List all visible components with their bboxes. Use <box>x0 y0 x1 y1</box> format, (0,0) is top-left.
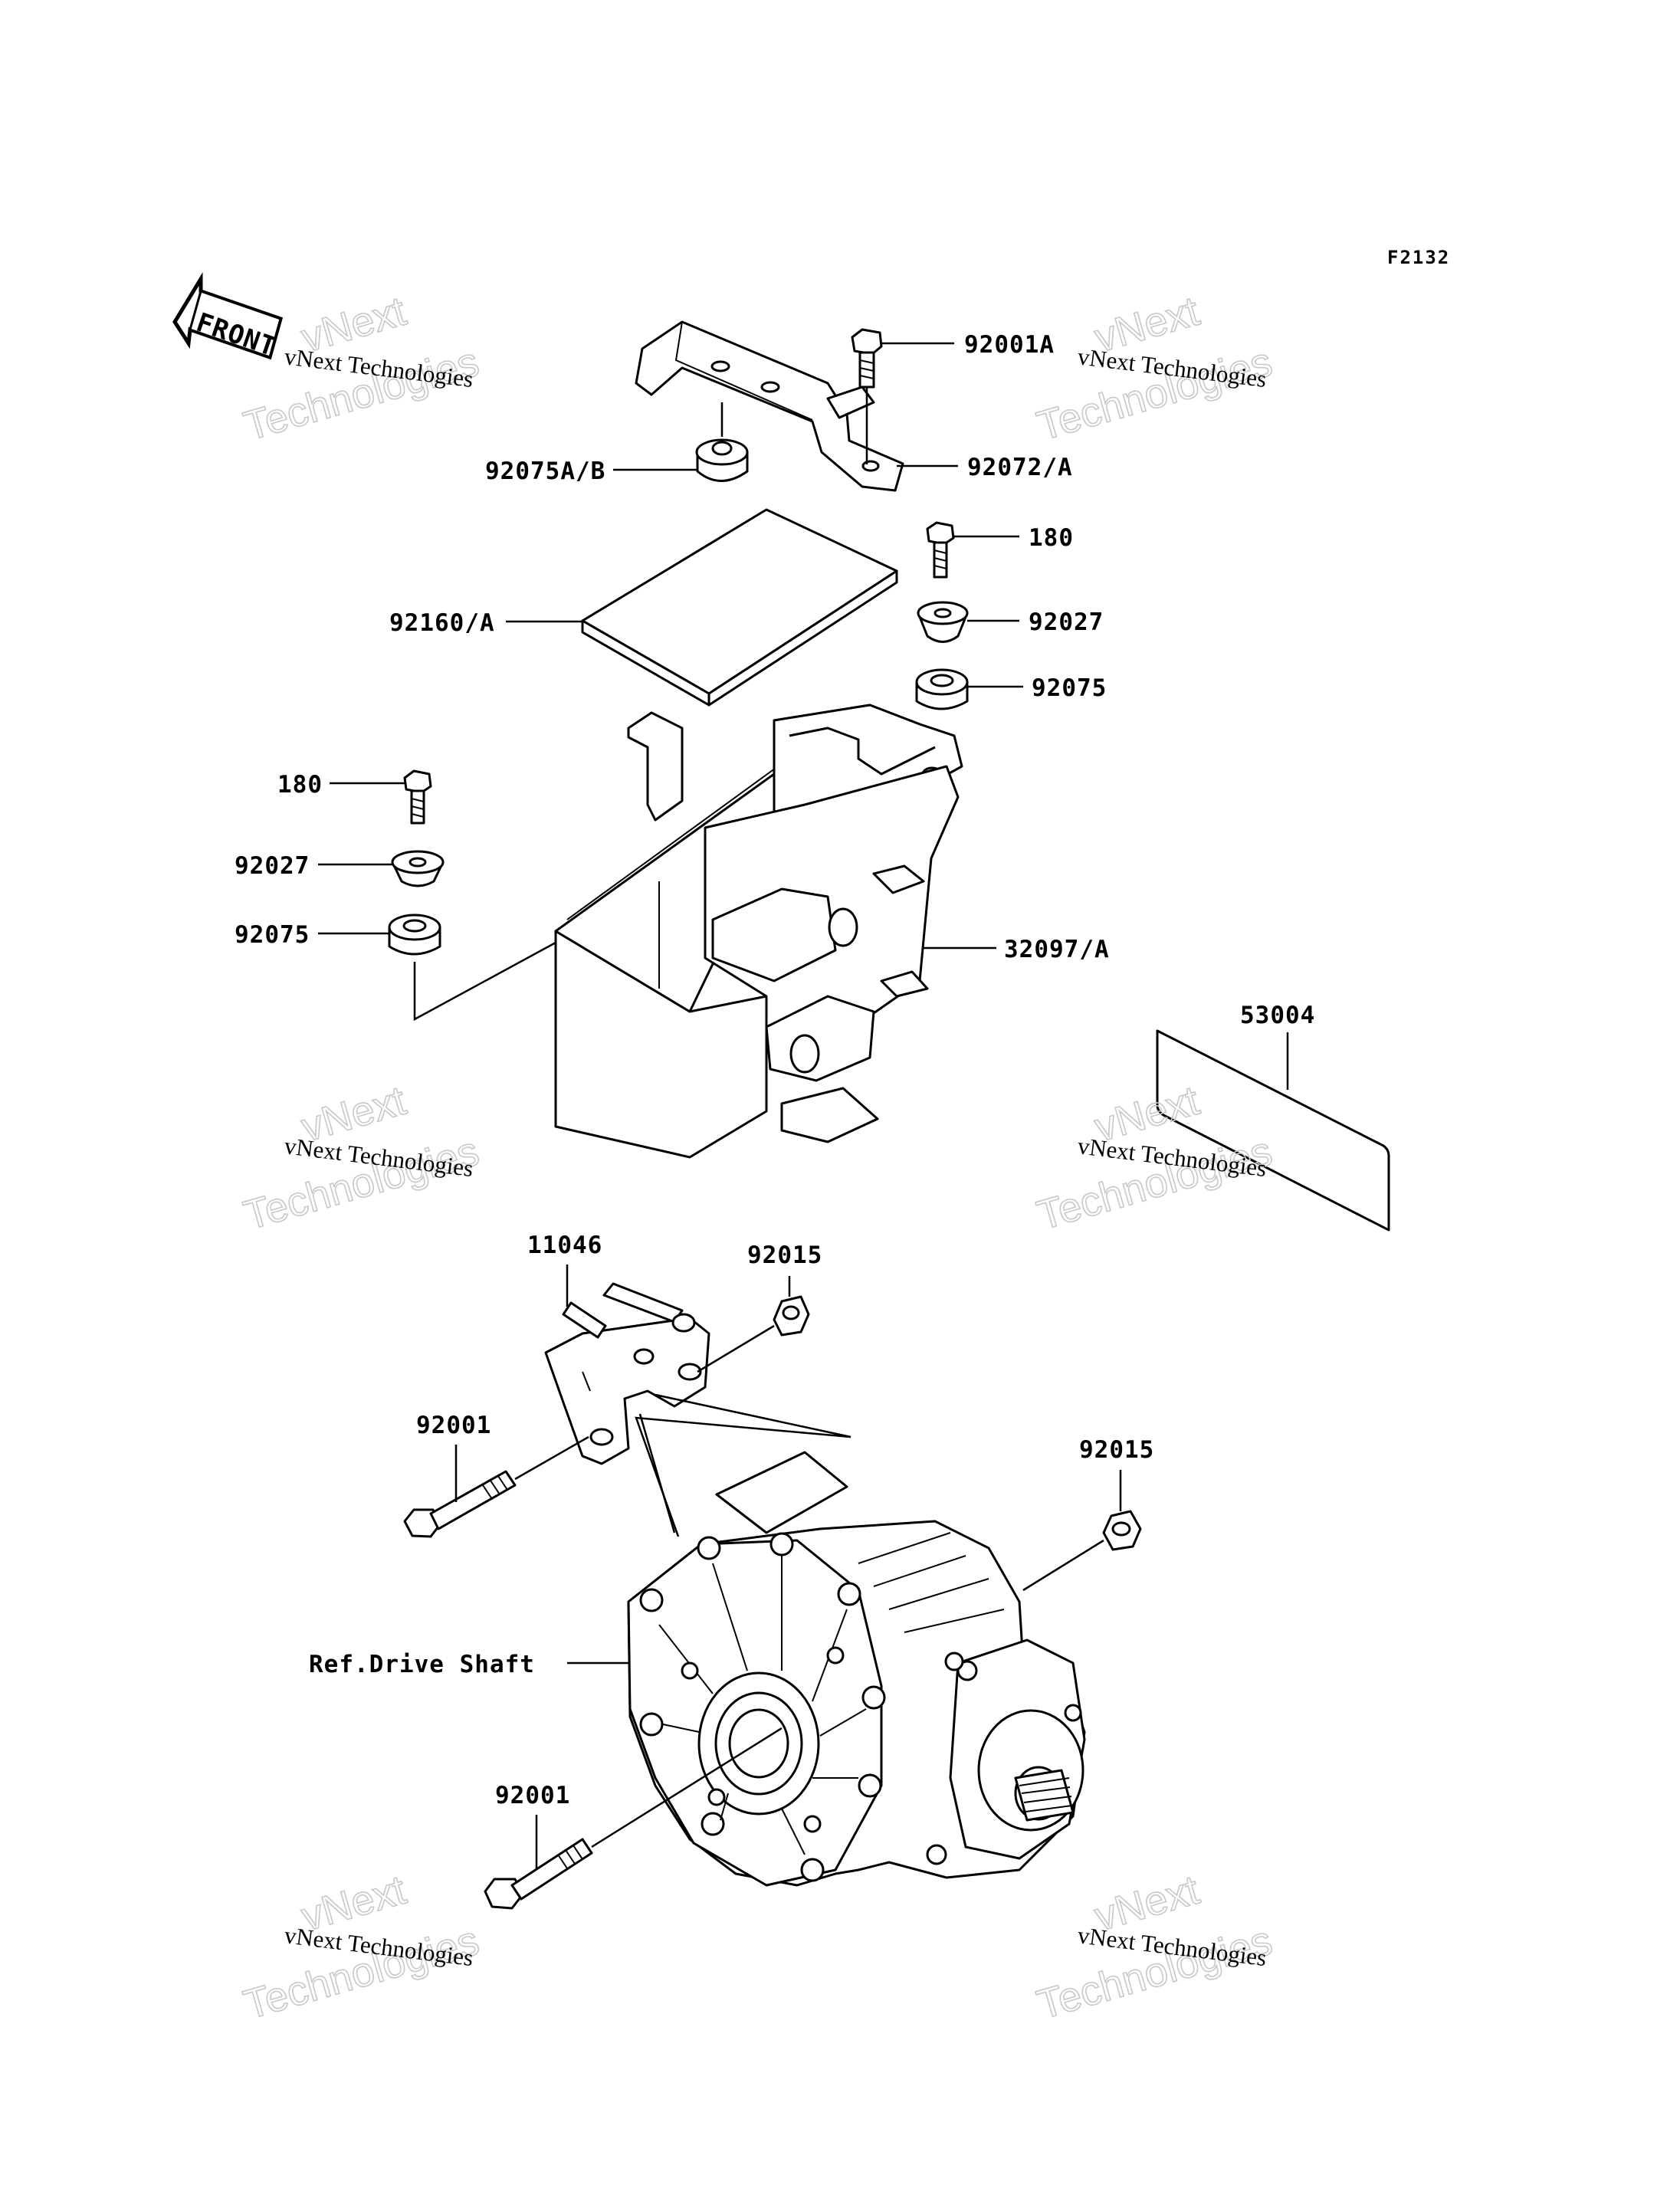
callout-92015-top: 92015 <box>747 1242 822 1269</box>
callout-92001-upper: 92001 <box>416 1412 491 1439</box>
figure-code: F2132 <box>1387 247 1450 268</box>
bolt-180-left <box>403 769 432 825</box>
callout-180-right: 180 <box>1029 524 1074 552</box>
front-arrow-icon: FRONT <box>172 272 284 362</box>
callout-92027-left: 92027 <box>235 852 310 880</box>
callout-92027-right: 92027 <box>1029 608 1104 636</box>
label-53004 <box>1156 1029 1390 1232</box>
battery-case-32097a <box>554 704 963 1159</box>
bracket-part <box>635 320 904 492</box>
watermark-bottom-right: vNext Technologies vNext Technologies <box>1032 1866 1278 2029</box>
grommet-92075-right <box>915 668 969 710</box>
watermark-top-right: vNext Technologies vNext Technologies <box>1032 287 1278 450</box>
callout-92075-right: 92075 <box>1032 674 1107 702</box>
nut-92015-right <box>1102 1510 1142 1551</box>
collar-92027-right <box>917 601 969 643</box>
callout-92075AB: 92075A/B <box>485 458 605 485</box>
callout-92075-left: 92075 <box>235 921 310 949</box>
watermark-middle-left: vNext Technologies vNext Technologies <box>238 1077 484 1239</box>
callout-92072A: 92072/A <box>967 454 1073 481</box>
callout-92001A: 92001A <box>964 331 1055 359</box>
watermark-top-left: vNext Technologies vNext Technologies <box>238 287 484 450</box>
collar-92027-left <box>391 850 445 887</box>
watermark-bottom-left: vNext Technologies vNext Technologies <box>238 1866 484 2029</box>
final-gear-case <box>627 1451 1086 1887</box>
callout-92001-lower: 92001 <box>495 1782 570 1809</box>
nut-92015-top <box>773 1295 810 1337</box>
callout-92160A: 92160/A <box>389 609 495 637</box>
bracket-11046 <box>544 1282 710 1465</box>
bolt-180-right <box>926 521 955 579</box>
bolt-92001a <box>851 328 883 389</box>
callout-32097A: 32097/A <box>1004 936 1110 963</box>
callout-11046: 11046 <box>527 1232 602 1259</box>
bolt-92001-lower <box>484 1838 593 1910</box>
callout-180-left: 180 <box>277 771 323 799</box>
bolt-92001-upper <box>403 1470 517 1538</box>
ref-drive-shaft-label: Ref.Drive Shaft <box>309 1651 535 1678</box>
callout-92015-right: 92015 <box>1079 1436 1154 1464</box>
grommet-92075-left <box>388 914 441 956</box>
rubber-cushion-92075ab <box>695 438 749 482</box>
battery-pad-92160a <box>581 508 898 707</box>
callout-53004: 53004 <box>1240 1002 1315 1029</box>
